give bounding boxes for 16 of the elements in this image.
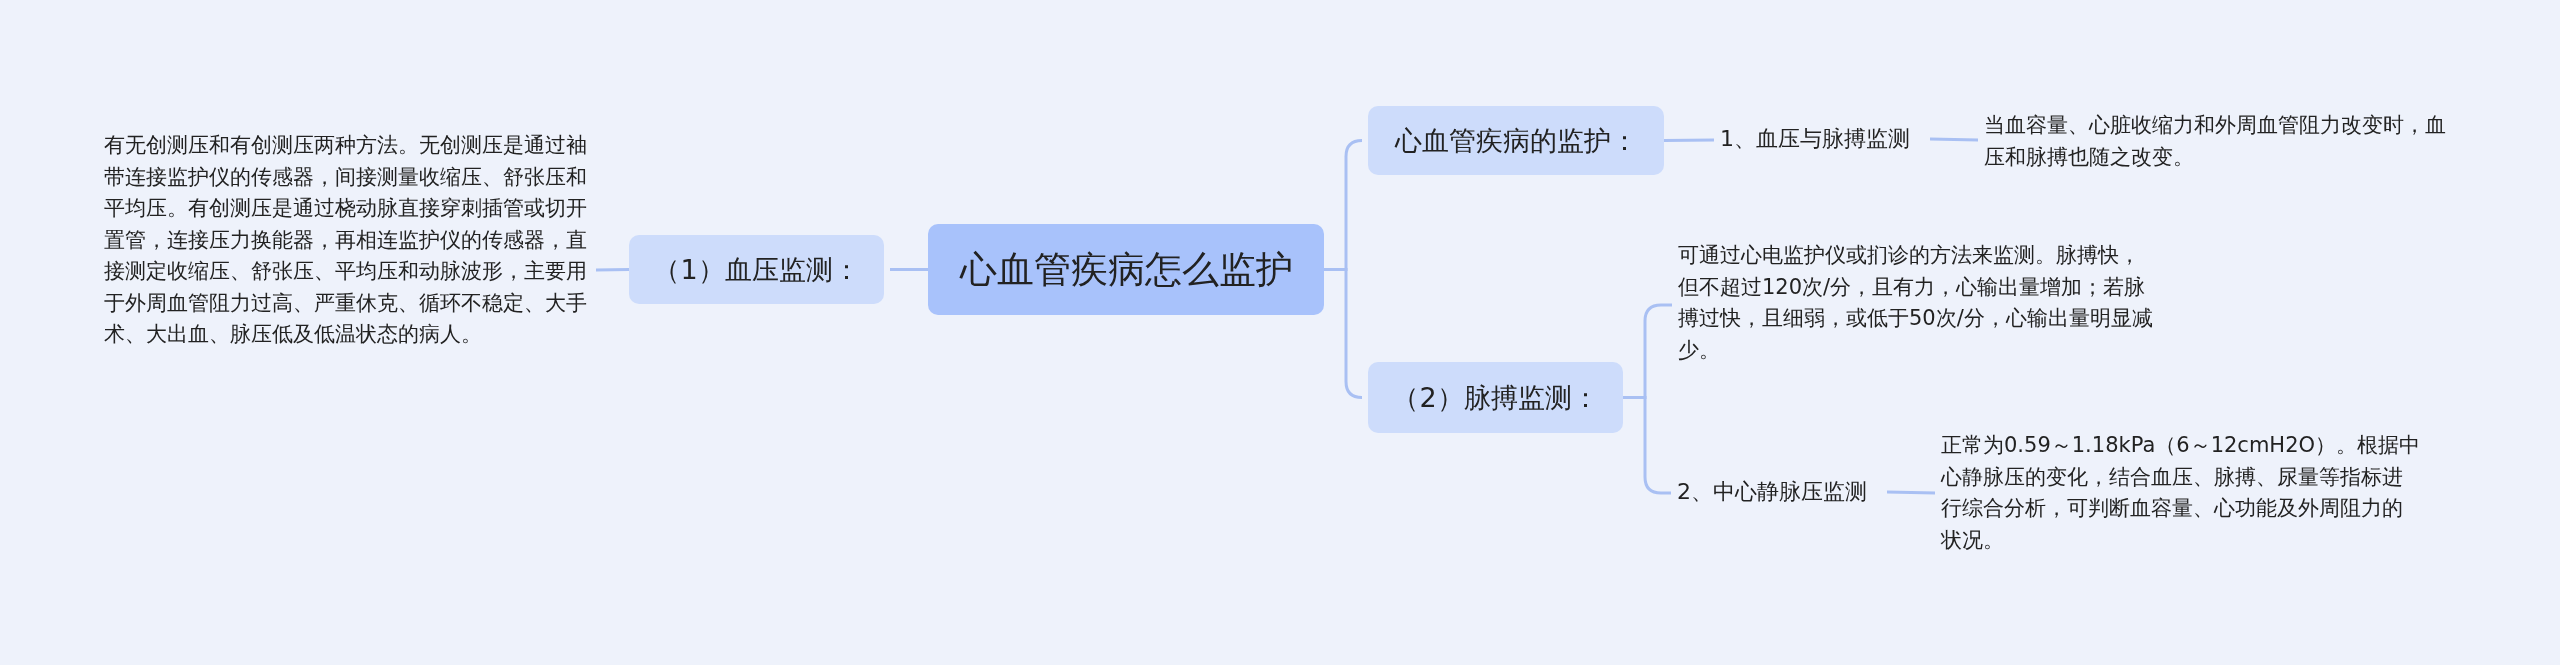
- connector-line: [595, 268, 630, 272]
- topic-box: 心血管疾病的监护：: [1368, 106, 1664, 175]
- note-text: 有无创测压和有创测压两种方法。无创测压是通过袖带连接监护仪的传感器，间接测量收缩压、舒张压和平均压。有创测压是通过桡动脉直接穿刺插管或切开置管，连接压力换能器，再相连监护仪的传感器，直接测定收缩压、舒张压、平均压和动脉波形，主要用于外周血管阻力过高、严重休克、循环不稳定、大手术、大出血、脉压低及低温状态的病人。: [104, 130, 590, 351]
- connector-line: [1886, 490, 1936, 495]
- connector-line: [890, 268, 928, 271]
- topic-box: （2）脉搏监测：: [1368, 362, 1623, 433]
- subtopic-text: 1、血压与脉搏监测: [1720, 124, 1930, 154]
- root-topic-box: 心血管疾病怎么监护: [928, 224, 1324, 315]
- subtopic-text: 2、中心静脉压监测: [1677, 477, 1887, 507]
- note-text: 可通过心电监护仪或扪诊的方法来监测。脉搏快，但不超过120次/分，且有力，心输出量增加；若脉搏过快，且细弱，或低于50次/分，心输出量明显减少。: [1678, 240, 2158, 366]
- topic-box: （1）血压监测：: [629, 235, 884, 304]
- connector-line: [1664, 138, 1714, 142]
- connector-line: [1324, 268, 1364, 399]
- note-text: 正常为0.59～1.18kPa（6～12cmH2O）。根据中心静脉压的变化，结合血压、脉搏、尿量等指标进行综合分析，可判断血容量、心功能及外周阻力的状况。: [1941, 430, 2421, 556]
- connector-line: [1929, 137, 1979, 142]
- note-text: 当血容量、心脏收缩力和外周血管阻力改变时，血压和脉搏也随之改变。: [1984, 110, 2464, 173]
